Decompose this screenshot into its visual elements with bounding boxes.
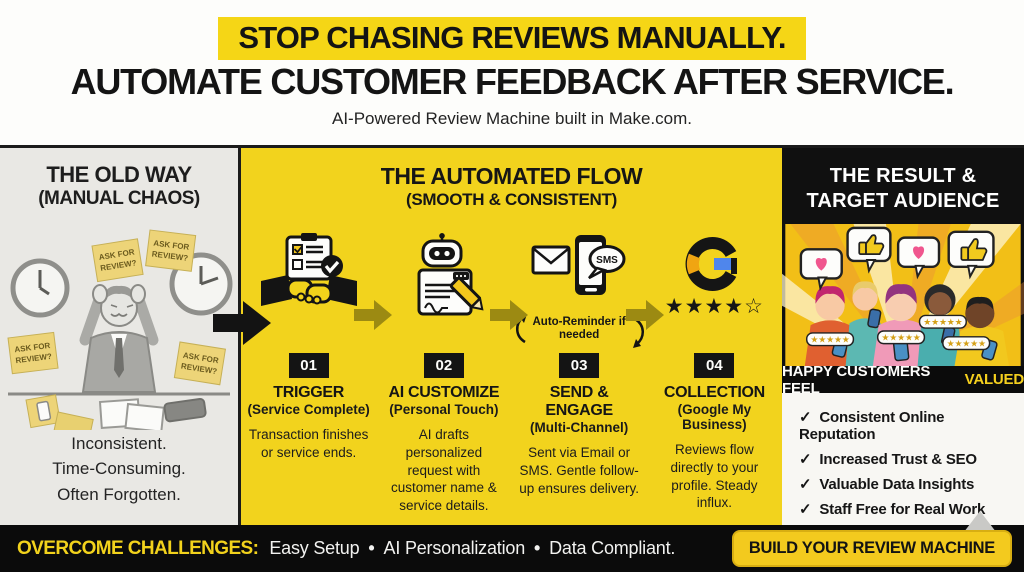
stressed-person xyxy=(79,284,159,393)
checkmark-icon: ✓ xyxy=(799,501,812,518)
footer-items: Easy Setup • AI Personalization • Data C… xyxy=(269,538,675,559)
dot-separator: • xyxy=(368,538,375,558)
email-sms-icon: SMS xyxy=(515,232,644,320)
flow-arrow-icon xyxy=(626,300,664,330)
svg-text:★★★★★: ★★★★★ xyxy=(923,317,962,327)
flow-title: THE AUTOMATED FLOW xyxy=(380,163,643,189)
step-description: Reviews flow directly to your profile. S… xyxy=(670,442,759,511)
build-review-machine-button[interactable]: BUILD YOUR REVIEW MACHINE xyxy=(731,530,1012,567)
headline-second-line: AUTOMATE CUSTOMER FEEDBACK AFTER SERVICE… xyxy=(70,60,955,102)
step-description: Transaction finishes or service ends. xyxy=(248,427,369,460)
flow-arrow-icon xyxy=(354,300,392,330)
benefit-item: ✓Increased Trust & SEO xyxy=(799,451,977,468)
flow-step-send-engage: SMS Auto-R xyxy=(512,232,647,515)
benefit-item: ✓Valuable Data Insights xyxy=(799,476,975,493)
heart-bubble-icon xyxy=(799,248,843,292)
sticky-note: ASK FOR REVIEW? xyxy=(145,229,197,272)
svg-text:ASK FOR: ASK FOR xyxy=(153,239,190,252)
footer-item: AI Personalization xyxy=(383,538,526,558)
step-number-badge: 04 xyxy=(694,353,735,378)
step-subtitle: (Multi-Channel) xyxy=(530,420,629,435)
pain-point: Often Forgotten. xyxy=(57,484,181,504)
step-title: AI CUSTOMIZE xyxy=(388,384,500,401)
star-rating: ★★★★☆ xyxy=(664,294,764,318)
checkmark-icon: ✓ xyxy=(799,476,812,493)
main-columns: THE OLD WAY (MANUAL CHAOS) ASK FOR xyxy=(0,145,1024,525)
step-subtitle: (Personal Touch) xyxy=(389,402,499,417)
happy-customers-banner: HAPPY CUSTOMERS FEEL VALUED xyxy=(782,362,1024,397)
benefit-item: ✓Consistent Online Reputation xyxy=(799,409,945,443)
header: STOP CHASING REVIEWS MANUALLY. AUTOMATE … xyxy=(0,0,1024,145)
old-way-title: THE OLD WAY xyxy=(46,162,192,187)
flow-step-trigger: 01 TRIGGER (Service Complete) Transactio… xyxy=(241,232,376,515)
thumbs-up-bubble-icon xyxy=(947,230,995,280)
flow-arrow-icon xyxy=(490,300,528,330)
step-number-badge: 02 xyxy=(423,353,464,378)
step-title: TRIGGER xyxy=(273,384,345,401)
sticky-note-phone xyxy=(25,394,61,429)
footer-item: Data Compliant. xyxy=(549,538,676,558)
star-pill: ★★★★★ xyxy=(876,330,926,345)
handshake-checklist-icon xyxy=(244,232,373,320)
result-title: THE RESULT & TARGET AUDIENCE xyxy=(806,165,1000,212)
footer-item: Easy Setup xyxy=(269,538,360,558)
footer-bar: OVERCOME CHALLENGES: Easy Setup • AI Per… xyxy=(0,525,1024,572)
heart-bubble-icon xyxy=(896,236,941,280)
step-description: Sent via Email or SMS. Gentle follow-up … xyxy=(519,445,640,496)
phone-icon xyxy=(163,397,207,423)
pain-points: Inconsistent. Time-Consuming. Often Forg… xyxy=(0,431,238,526)
flow-step-ai-customize: 02 AI CUSTOMIZE (Personal Touch) AI draf… xyxy=(376,232,511,515)
flow-subtitle: (SMOOTH & CONSISTENT) xyxy=(406,190,617,209)
svg-text:SMS: SMS xyxy=(596,255,618,266)
star-pill: ★★★★★ xyxy=(805,332,855,347)
result-panel: THE RESULT & TARGET AUDIENCE xyxy=(782,148,1024,525)
desk-illustration xyxy=(8,392,230,430)
step-title: SEND & ENGAGE xyxy=(545,384,613,419)
step-title: COLLECTION xyxy=(663,384,765,401)
automated-flow-panel: THE AUTOMATED FLOW (SMOOTH & CONSISTENT) xyxy=(238,148,782,525)
wall-clock-icon xyxy=(10,258,70,318)
stressed-person-illustration: ASK FOR REVIEW? ASK FOR REVIEW? ASK FOR … xyxy=(7,229,233,430)
sticky-note: ASK FOR REVIEW? xyxy=(173,341,227,386)
svg-text:REVIEW?: REVIEW? xyxy=(151,249,188,262)
checkmark-icon: ✓ xyxy=(799,409,812,426)
step-subtitle: (Google My Business) xyxy=(677,402,752,432)
checkmark-icon: ✓ xyxy=(799,451,812,468)
star-pill: ★★★★★ xyxy=(942,336,991,351)
svg-text:REVIEW?: REVIEW? xyxy=(15,352,52,365)
google-logo-icon xyxy=(685,236,738,291)
old-way-panel: THE OLD WAY (MANUAL CHAOS) ASK FOR xyxy=(0,148,238,525)
pain-point: Inconsistent. xyxy=(71,433,167,453)
svg-text:★★★★★: ★★★★★ xyxy=(810,335,849,345)
star-pill: ★★★★★ xyxy=(918,314,967,329)
flow-step-collection: ★★★★☆ 04 COLLECTION (Google My Business)… xyxy=(647,232,782,515)
benefit-item: ✓Staff Free for Real Work xyxy=(799,501,986,518)
step-number-badge: 03 xyxy=(559,353,600,378)
overcome-challenges-label: OVERCOME CHALLENGES: xyxy=(17,537,259,559)
header-subtitle: AI-Powered Review Machine built in Make.… xyxy=(332,108,692,128)
step-description: AI drafts personalized request with cust… xyxy=(390,427,497,514)
thumbs-up-bubble-icon xyxy=(846,226,892,274)
robot-draft-icon xyxy=(379,232,508,320)
headline-highlighted: STOP CHASING REVIEWS MANUALLY. xyxy=(218,17,806,60)
flow-steps: 01 TRIGGER (Service Complete) Transactio… xyxy=(241,232,782,515)
step-number-badge: 01 xyxy=(288,353,329,378)
happy-customers-illustration: ★★★★★ ★★★★★ ★★★★★ ★★★★★ xyxy=(782,224,1024,366)
benefits-checklist: ✓Consistent Online Reputation ✓Increased… xyxy=(782,393,1024,525)
sticky-note: ASK FOR REVIEW? xyxy=(7,331,59,375)
sticky-note: ASK FOR REVIEW? xyxy=(91,238,144,283)
old-way-subtitle: (MANUAL CHAOS) xyxy=(38,188,200,209)
svg-text:★★★★★: ★★★★★ xyxy=(947,339,986,349)
customer-figure xyxy=(845,281,885,366)
dot-separator: • xyxy=(534,538,541,558)
svg-text:ASK FOR: ASK FOR xyxy=(14,341,51,354)
step-subtitle: (Service Complete) xyxy=(247,402,370,417)
auto-reminder-note: Auto-Reminder if needed xyxy=(515,314,645,348)
transition-arrow-icon xyxy=(213,301,271,345)
pain-point: Time-Consuming. xyxy=(52,459,186,478)
svg-text:★★★★★: ★★★★★ xyxy=(881,333,920,343)
